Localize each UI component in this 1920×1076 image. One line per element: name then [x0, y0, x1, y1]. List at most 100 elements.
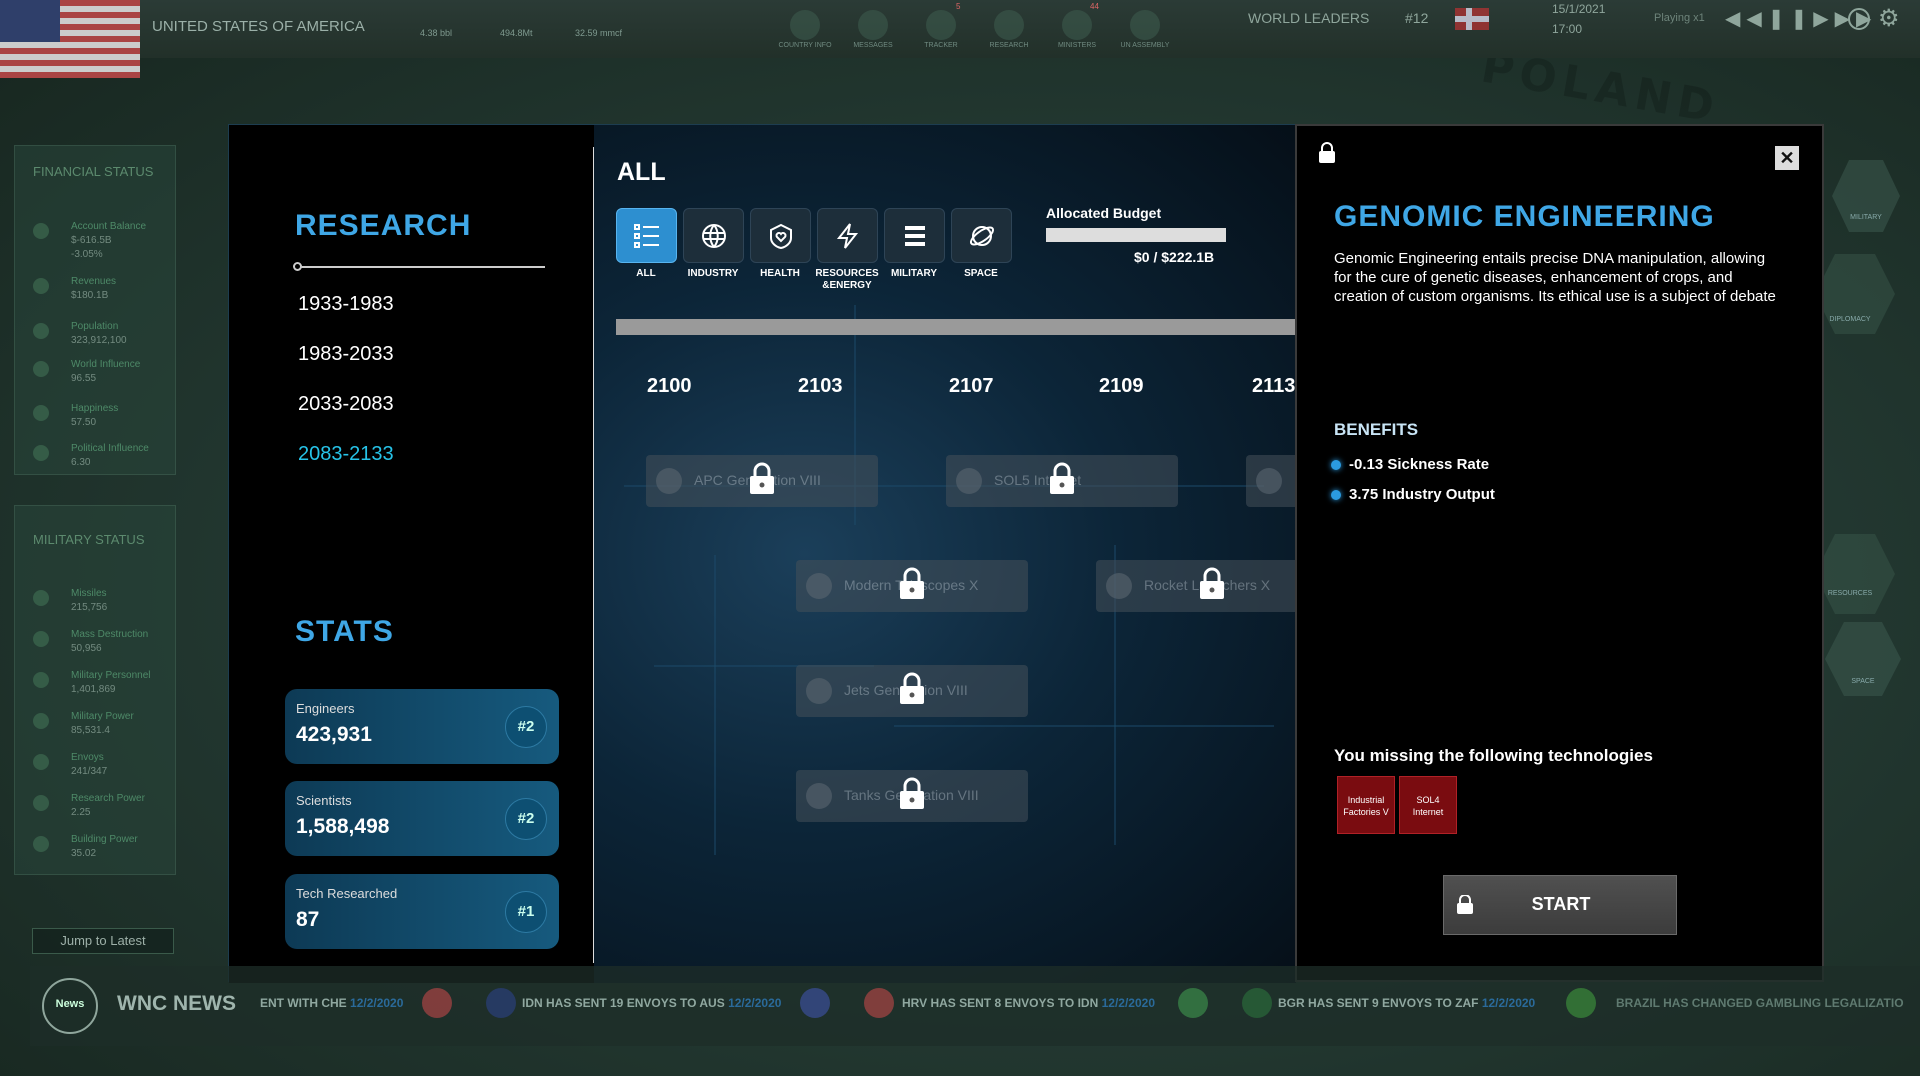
category-industry-button[interactable]: [683, 208, 744, 263]
tech-icon: [656, 468, 682, 494]
category-resources-label: RESOURCES &ENERGY: [815, 268, 879, 291]
world-rank: #12: [1405, 10, 1429, 26]
start-button[interactable]: START: [1443, 875, 1677, 935]
diplomacy-side-button[interactable]: DIPLOMACY: [1815, 254, 1895, 334]
space-side-button[interactable]: SPACE: [1825, 622, 1901, 696]
tech-researched-rank: #1: [505, 891, 547, 933]
lock-icon: [750, 462, 774, 494]
close-icon[interactable]: ✕: [1775, 146, 1799, 170]
scientists-rank: #2: [505, 798, 547, 840]
military-status-title: MILITARY STATUS: [33, 532, 145, 547]
research-icon[interactable]: [994, 10, 1024, 40]
tech-tree-area[interactable]: ALL ALL INDUSTRY HEALTH RESOURCES &ENERG…: [594, 125, 1296, 983]
lock-icon: [900, 672, 924, 704]
category-military-button[interactable]: [884, 208, 945, 263]
globe-icon[interactable]: News: [42, 978, 98, 1034]
world-leaders-button[interactable]: WORLD LEADERS: [1248, 10, 1370, 26]
research-left-column: RESEARCH 1933-1983 1983-2033 2033-2083 2…: [229, 125, 595, 983]
flag-icon: [864, 988, 894, 1018]
benefits-title: BENEFITS: [1334, 420, 1419, 439]
pause-icon[interactable]: ❚❚: [1767, 8, 1814, 30]
news-item[interactable]: BRAZIL HAS CHANGED GAMBLING LEGALIZATIO: [1616, 996, 1904, 1010]
revenue-icon: [33, 278, 49, 294]
population-icon: [33, 323, 49, 339]
country-flag[interactable]: [0, 0, 140, 78]
budget-bar[interactable]: [1046, 228, 1226, 242]
category-space-button[interactable]: [951, 208, 1012, 263]
target-icon: [33, 713, 49, 729]
ministers-icon[interactable]: [1062, 10, 1092, 40]
play-icon[interactable]: ▶: [1813, 8, 1835, 30]
person-icon: [33, 445, 49, 461]
news-title: WNC NEWS: [117, 992, 236, 1015]
filter-title: ALL: [617, 158, 666, 186]
bullet-icon: [1331, 490, 1341, 500]
engineers-rank: #2: [505, 706, 547, 748]
era-2083-2133[interactable]: 2083-2133: [298, 443, 394, 465]
co2-stat: 494.8Mt: [500, 28, 533, 38]
category-health-button[interactable]: [750, 208, 811, 263]
envoy-icon: [33, 754, 49, 770]
rewind-icon[interactable]: ◀◀: [1725, 8, 1768, 30]
news-item[interactable]: ENT WITH CHE 12/2/2020: [260, 996, 404, 1010]
nav-research[interactable]: RESEARCH: [989, 42, 1029, 49]
era-slider-handle[interactable]: [293, 262, 302, 271]
globe-gear-icon: [702, 224, 726, 248]
nav-un-assembly[interactable]: UN ASSEMBLY: [1120, 42, 1170, 49]
flag-icon: [486, 988, 516, 1018]
lock-icon: [1319, 142, 1335, 163]
year-2109: 2109: [1099, 375, 1144, 397]
missing-tech-industrial[interactable]: Industrial Factories V: [1337, 776, 1395, 834]
tech-node-rocket-launchers[interactable]: Rocket Launchers X: [1096, 560, 1296, 612]
era-2033-2083[interactable]: 2033-2083: [298, 393, 394, 415]
flag-icon: [422, 988, 452, 1018]
lock-icon: [1050, 462, 1074, 494]
tech-researched-label: Tech Researched: [296, 886, 398, 901]
category-resources-button[interactable]: [817, 208, 878, 263]
timeline-scrollbar[interactable]: [616, 319, 1296, 335]
financial-status-panel: FINANCIAL STATUS Account Balance$-616.5B…: [14, 145, 176, 475]
oil-stat: 4.38 bbl: [420, 28, 453, 38]
nav-ministers[interactable]: MINISTERS: [1057, 42, 1097, 49]
jump-to-latest-button[interactable]: Jump to Latest: [32, 928, 174, 954]
help-icon[interactable]: [1848, 8, 1870, 30]
research-title: RESEARCH: [295, 209, 472, 242]
messages-icon[interactable]: [858, 10, 888, 40]
lightning-icon: [836, 223, 859, 249]
category-all-label: ALL: [636, 268, 656, 279]
leader-flag: [1455, 8, 1489, 30]
satellite-icon: [969, 226, 995, 246]
missing-tech-title: You missing the following technologies: [1334, 746, 1653, 765]
era-1983-2033[interactable]: 1983-2033: [298, 343, 394, 365]
era-slider-track[interactable]: [293, 262, 545, 271]
country-name: UNITED STATES OF AMERICA: [152, 18, 365, 35]
news-item[interactable]: BGR HAS SENT 9 ENVOYS TO ZAF 12/2/2020: [1278, 996, 1536, 1010]
list-icon: [634, 224, 659, 248]
playback-controls: ◀◀❚❚▶▶▶: [1725, 6, 1877, 31]
tracker-icon[interactable]: [926, 10, 956, 40]
flag-icon: [1178, 988, 1208, 1018]
tech-icon: [806, 783, 832, 809]
nav-messages[interactable]: MESSAGES: [853, 42, 893, 49]
nav-tracker[interactable]: TRACKER: [924, 42, 958, 49]
news-item[interactable]: HRV HAS SENT 8 ENVOYS TO IDN 12/2/2020: [902, 996, 1155, 1010]
lock-icon: [1200, 567, 1224, 599]
resources-side-button[interactable]: RESOURCES: [1815, 534, 1895, 614]
era-1933-1983[interactable]: 1933-1983: [298, 293, 394, 315]
start-label: START: [1531, 894, 1591, 914]
military-side-button[interactable]: MILITARY: [1832, 160, 1900, 232]
research-modal: RESEARCH 1933-1983 1983-2033 2033-2083 2…: [228, 124, 1296, 983]
year-2100: 2100: [647, 375, 692, 397]
category-all-button[interactable]: [616, 208, 677, 263]
un-assembly-icon[interactable]: [1130, 10, 1160, 40]
missing-tech-sol4[interactable]: SOL4 Internet: [1399, 776, 1457, 834]
news-item[interactable]: IDN HAS SENT 19 ENVOYS TO AUS 12/2/2020: [522, 996, 782, 1010]
tech-node-partial[interactable]: [1246, 455, 1296, 507]
news-ticker: News WNC NEWS ENT WITH CHE 12/2/2020 IDN…: [30, 966, 1920, 1046]
settings-gear-icon[interactable]: ⚙: [1878, 5, 1900, 32]
building-icon: [33, 836, 49, 852]
flag-icon: [800, 988, 830, 1018]
country-info-icon[interactable]: [790, 10, 820, 40]
nav-country-info[interactable]: COUNTRY INFO: [778, 42, 832, 49]
